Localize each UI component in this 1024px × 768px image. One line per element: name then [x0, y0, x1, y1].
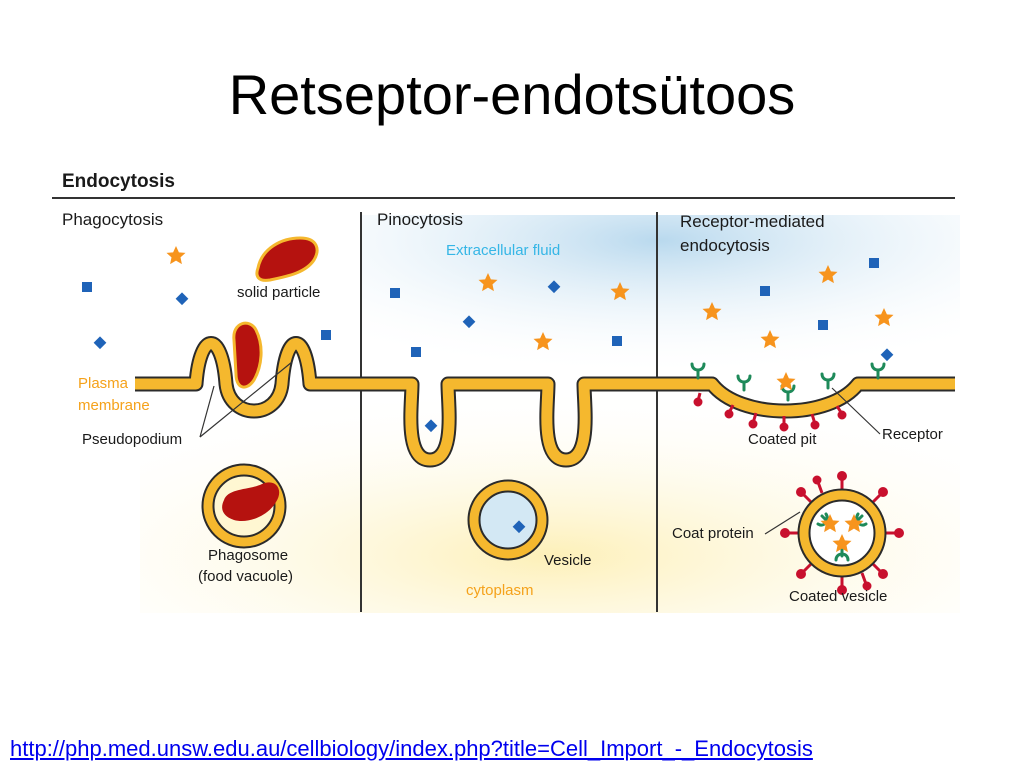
receptor-pointer: [831, 387, 881, 435]
source-link[interactable]: http://php.med.unsw.edu.au/cellbiology/i…: [10, 736, 813, 761]
coat-protein-pointer: [764, 511, 801, 535]
phagosome-particle: [222, 482, 280, 522]
diagram-heading: Endocytosis: [62, 171, 175, 192]
phagosome-label-1: Phagosome: [208, 547, 288, 564]
pinocytosis-vesicle-ring: [469, 481, 547, 559]
coated-vesicle: [780, 471, 904, 595]
receptor-label: Receptor: [882, 426, 943, 443]
extracellular-fluid-label: Extracellular fluid: [446, 242, 560, 259]
slide-title: Retseptor-endotsütoos: [228, 63, 796, 126]
cytoplasm-label: cytoplasm: [466, 582, 534, 599]
receptors: [690, 362, 886, 402]
section-receptor-2: endocytosis: [680, 236, 770, 255]
plasma-membrane: [135, 336, 955, 468]
solid-particle: [255, 236, 319, 282]
pseudopodium-pointer-1: [199, 385, 215, 438]
plasma-membrane-label-2: membrane: [78, 397, 150, 414]
engulfed-particle: [232, 321, 263, 389]
pseudopodium-pointer-2: [199, 361, 293, 438]
section-phagocytosis: Phagocytosis: [62, 210, 163, 229]
phagosome-ring: [203, 465, 285, 547]
pseudopodium-label: Pseudopodium: [82, 431, 182, 448]
coated-pit-coat: [693, 392, 847, 432]
phagosome-label-2: (food vacuole): [198, 568, 293, 585]
plasma-membrane-label-1: Plasma: [78, 375, 129, 392]
section-receptor-1: Receptor-mediated: [680, 212, 825, 231]
vesicle-label: Vesicle: [544, 552, 592, 569]
solid-particle-label: solid particle: [237, 284, 320, 301]
extracellular-region: [360, 215, 960, 385]
section-pinocytosis: Pinocytosis: [377, 210, 463, 229]
coat-protein-label: Coat protein: [672, 525, 754, 542]
coated-pit-label: Coated pit: [748, 431, 817, 448]
coated-vesicle-label: Coated vesicle: [789, 588, 887, 605]
